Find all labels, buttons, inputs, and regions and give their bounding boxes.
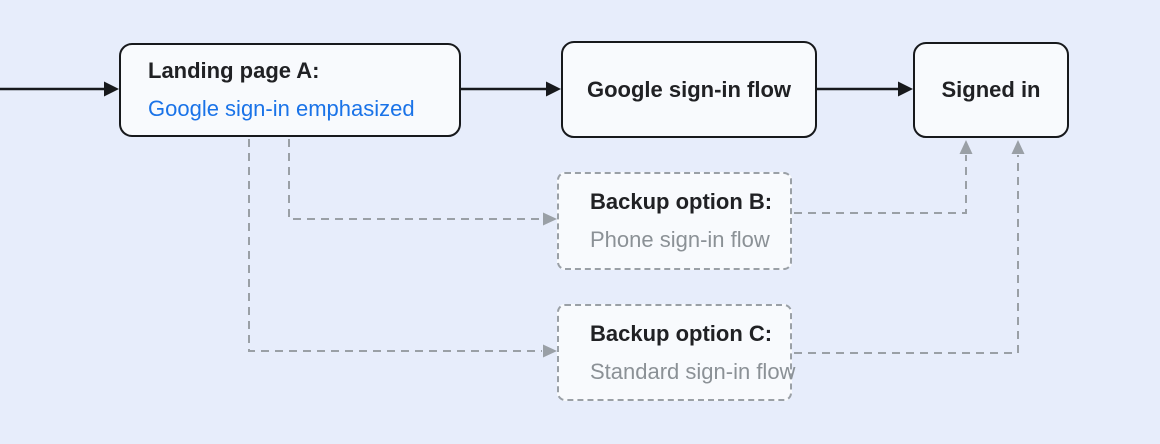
node-landing-page-a: Landing page A: Google sign-in emphasize… bbox=[119, 43, 461, 137]
node-google-sign-in-flow-title: Google sign-in flow bbox=[586, 76, 792, 102]
node-signed-in: Signed in bbox=[913, 42, 1069, 138]
dashed-arrow-backup-c-to-signed-in bbox=[794, 140, 1025, 354]
dashed-arrow-landing-to-backup-b bbox=[288, 139, 557, 226]
node-landing-page-a-title: Landing page A: bbox=[148, 58, 320, 83]
node-backup-option-b: Backup option B: Phone sign-in flow bbox=[557, 172, 792, 270]
dashed-arrow-backup-b-to-signed-in bbox=[794, 140, 973, 214]
dashed-arrow-landing-to-backup-c bbox=[248, 139, 557, 358]
node-backup-option-b-title: Backup option B: bbox=[590, 189, 773, 214]
arrow-google-flow-to-signed-in bbox=[817, 81, 913, 97]
arrow-landing-to-google-flow bbox=[461, 81, 561, 97]
node-backup-option-c: Backup option C: Standard sign-in flow bbox=[557, 304, 796, 401]
node-backup-option-c-title: Backup option C: bbox=[590, 320, 773, 346]
node-signed-in-title: Signed in bbox=[941, 77, 1041, 102]
arrow-start-to-landing bbox=[0, 81, 119, 97]
node-backup-option-c-subtitle: Standard sign-in flow bbox=[590, 358, 796, 384]
node-backup-option-b-subtitle: Phone sign-in flow bbox=[590, 227, 770, 252]
node-landing-page-a-subtitle: Google sign-in emphasized bbox=[148, 96, 415, 121]
node-google-sign-in-flow: Google sign-in flow bbox=[561, 41, 817, 138]
